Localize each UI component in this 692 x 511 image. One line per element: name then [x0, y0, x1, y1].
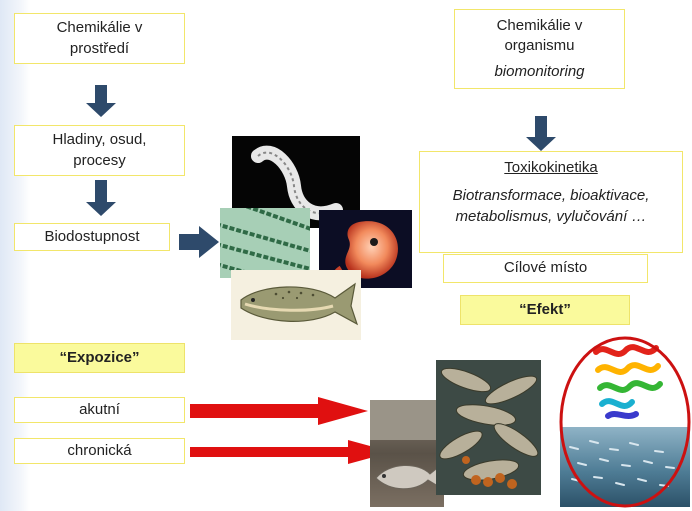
down-arrow-icon: [86, 85, 116, 117]
levels-fate-box: Hladiny, osud, procesy: [14, 125, 185, 176]
effect-label: “Efekt”: [519, 300, 571, 318]
levels-fate-label: Hladiny, osud, procesy: [52, 131, 147, 169]
chemicals-organism-box: Chemikálie v organismu biomonitoring: [454, 9, 625, 89]
protein-structure: [586, 340, 672, 424]
fish-drawing: [231, 270, 361, 340]
algae-photo: [220, 208, 310, 278]
chronic-box: chronická: [14, 438, 185, 464]
fish-school-photo: [560, 427, 690, 507]
target-site-box: Cílové místo: [443, 254, 648, 283]
biomonitoring-label: biomonitoring: [494, 63, 585, 81]
exposure-label: “Expozice”: [59, 348, 140, 366]
red-arrow-chronic-icon: [190, 440, 392, 464]
fish-pile-photo: [436, 360, 541, 495]
chemicals-environment-label: Chemikálie v prostředí: [56, 19, 143, 57]
right-arrow-icon: [179, 226, 219, 258]
chemicals-organism-label: Chemikálie v organismu: [496, 16, 583, 54]
down-arrow-icon: [86, 180, 116, 216]
target-site-label: Cílové místo: [503, 259, 588, 277]
down-arrow-icon: [526, 116, 556, 151]
acute-box: akutní: [14, 397, 185, 423]
background-gradient: [0, 0, 30, 511]
toxicokinetics-processes: Biotransformace, bioaktivace, metabolism…: [452, 187, 650, 225]
exposure-box: “Expozice”: [14, 343, 185, 373]
embryo-photo: [319, 210, 412, 288]
red-arrow-acute-icon: [190, 397, 368, 425]
acute-label: akutní: [79, 400, 120, 418]
chemicals-environment-box: Chemikálie v prostředí: [14, 13, 185, 64]
bioavailability-box: Biodostupnost: [14, 223, 170, 251]
dead-fish-photo: [370, 400, 444, 507]
toxicokinetics-title: Toxikokinetika: [504, 159, 598, 176]
toxicokinetics-box: Toxikokinetika Biotransformace, bioaktiv…: [419, 151, 683, 253]
chronic-label: chronická: [67, 441, 132, 459]
effect-box: “Efekt”: [460, 295, 630, 325]
bioavailability-label: Biodostupnost: [44, 227, 140, 245]
